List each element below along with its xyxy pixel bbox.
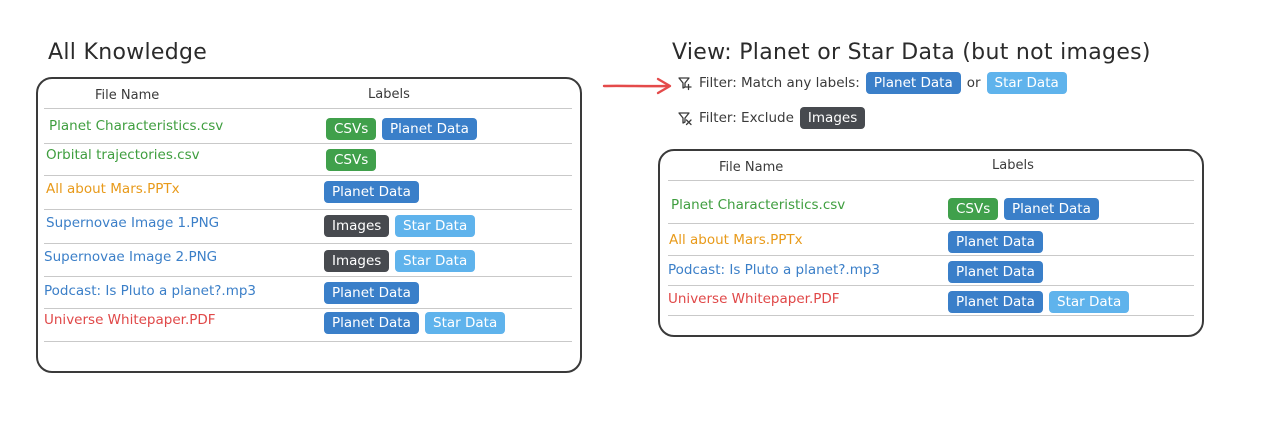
file-name-podcast-is-pluto-a-planet-mp3[interactable]: Podcast: Is Pluto a planet?.mp3 bbox=[44, 283, 257, 299]
right-title: View: Planet or Star Data (but not image… bbox=[672, 40, 1151, 65]
left-title: All Knowledge bbox=[48, 40, 208, 65]
file-name-all-about-mars-pptx[interactable]: All about Mars.PPTx bbox=[46, 181, 180, 197]
file-name-planet-characteristics-csv[interactable]: Planet Characteristics.csv bbox=[49, 118, 224, 134]
label-chip-csvs[interactable]: CSVs bbox=[326, 149, 377, 171]
label-chip-star-data[interactable]: Star Data bbox=[395, 250, 476, 272]
labels-header: Labels bbox=[992, 158, 1034, 173]
label-chip-planet-data[interactable]: Planet Data bbox=[865, 72, 961, 94]
file-name-orbital-trajectories-csv[interactable]: Orbital trajectories.csv bbox=[46, 147, 200, 163]
label-chip-planet-data[interactable]: Planet Data bbox=[948, 291, 1043, 313]
label-chip-csvs[interactable]: CSVs bbox=[948, 198, 999, 220]
label-chip-planet-data[interactable]: Planet Data bbox=[1004, 198, 1099, 220]
label-chip-star-data[interactable]: Star Data bbox=[395, 215, 476, 237]
label-chip-planet-data[interactable]: Planet Data bbox=[324, 181, 419, 203]
row-divider bbox=[44, 175, 572, 176]
row-divider bbox=[668, 315, 1194, 316]
label-chip-star-data[interactable]: Star Data bbox=[1049, 291, 1130, 313]
label-chip-images[interactable]: Images bbox=[324, 215, 390, 237]
filter-icon bbox=[678, 77, 692, 91]
filter-or-text: or bbox=[966, 75, 981, 91]
row-divider bbox=[44, 243, 572, 244]
pointer-arrow-icon bbox=[602, 77, 672, 95]
row-divider bbox=[668, 285, 1194, 286]
filter-exclude-text: Filter: Exclude bbox=[699, 110, 794, 126]
file-name-supernovae-image-2-png[interactable]: Supernovae Image 2.PNG bbox=[44, 249, 218, 265]
file-name-header: File Name bbox=[95, 88, 160, 103]
label-chip-planet-data[interactable]: Planet Data bbox=[948, 231, 1043, 253]
labels-header: Labels bbox=[368, 87, 410, 102]
file-name-universe-whitepaper-pdf[interactable]: Universe Whitepaper.PDF bbox=[44, 312, 216, 328]
file-name-all-about-mars-pptx[interactable]: All about Mars.PPTx bbox=[669, 232, 803, 248]
label-chip-planet-data[interactable]: Planet Data bbox=[324, 312, 419, 334]
divider bbox=[668, 180, 1194, 181]
file-name-podcast-is-pluto-a-planet-mp3[interactable]: Podcast: Is Pluto a planet?.mp3 bbox=[668, 262, 881, 278]
row-divider bbox=[668, 223, 1194, 224]
file-name-planet-characteristics-csv[interactable]: Planet Characteristics.csv bbox=[671, 197, 846, 213]
label-chip-images[interactable]: Images bbox=[799, 107, 866, 129]
row-divider bbox=[668, 255, 1194, 256]
view-table: File Name Labels Planet Characteristics.… bbox=[658, 149, 1204, 337]
label-chip-planet-data[interactable]: Planet Data bbox=[948, 261, 1043, 283]
file-name-header: File Name bbox=[719, 160, 784, 175]
label-chip-star-data[interactable]: Star Data bbox=[425, 312, 506, 334]
row-divider bbox=[44, 209, 572, 210]
filter-match-any[interactable]: Filter: Match any labels: Planet Data or… bbox=[677, 71, 1067, 95]
all-knowledge-table: File Name Labels Planet Characteristics.… bbox=[36, 77, 582, 373]
label-chip-planet-data[interactable]: Planet Data bbox=[324, 282, 419, 304]
row-divider bbox=[44, 341, 572, 342]
filter-match-text: Filter: Match any labels: bbox=[699, 75, 860, 91]
label-chip-images[interactable]: Images bbox=[324, 250, 390, 272]
row-divider bbox=[44, 276, 572, 277]
filter-exclude[interactable]: Filter: Exclude Images bbox=[677, 106, 866, 130]
filter-icon bbox=[678, 112, 692, 126]
file-name-supernovae-image-1-png[interactable]: Supernovae Image 1.PNG bbox=[46, 215, 220, 231]
label-chip-planet-data[interactable]: Planet Data bbox=[382, 118, 477, 140]
label-chip-star-data[interactable]: Star Data bbox=[986, 72, 1067, 94]
label-chip-csvs[interactable]: CSVs bbox=[326, 118, 377, 140]
row-divider bbox=[44, 308, 572, 309]
file-name-universe-whitepaper-pdf[interactable]: Universe Whitepaper.PDF bbox=[668, 291, 840, 307]
row-divider bbox=[44, 143, 572, 144]
divider bbox=[44, 108, 572, 109]
